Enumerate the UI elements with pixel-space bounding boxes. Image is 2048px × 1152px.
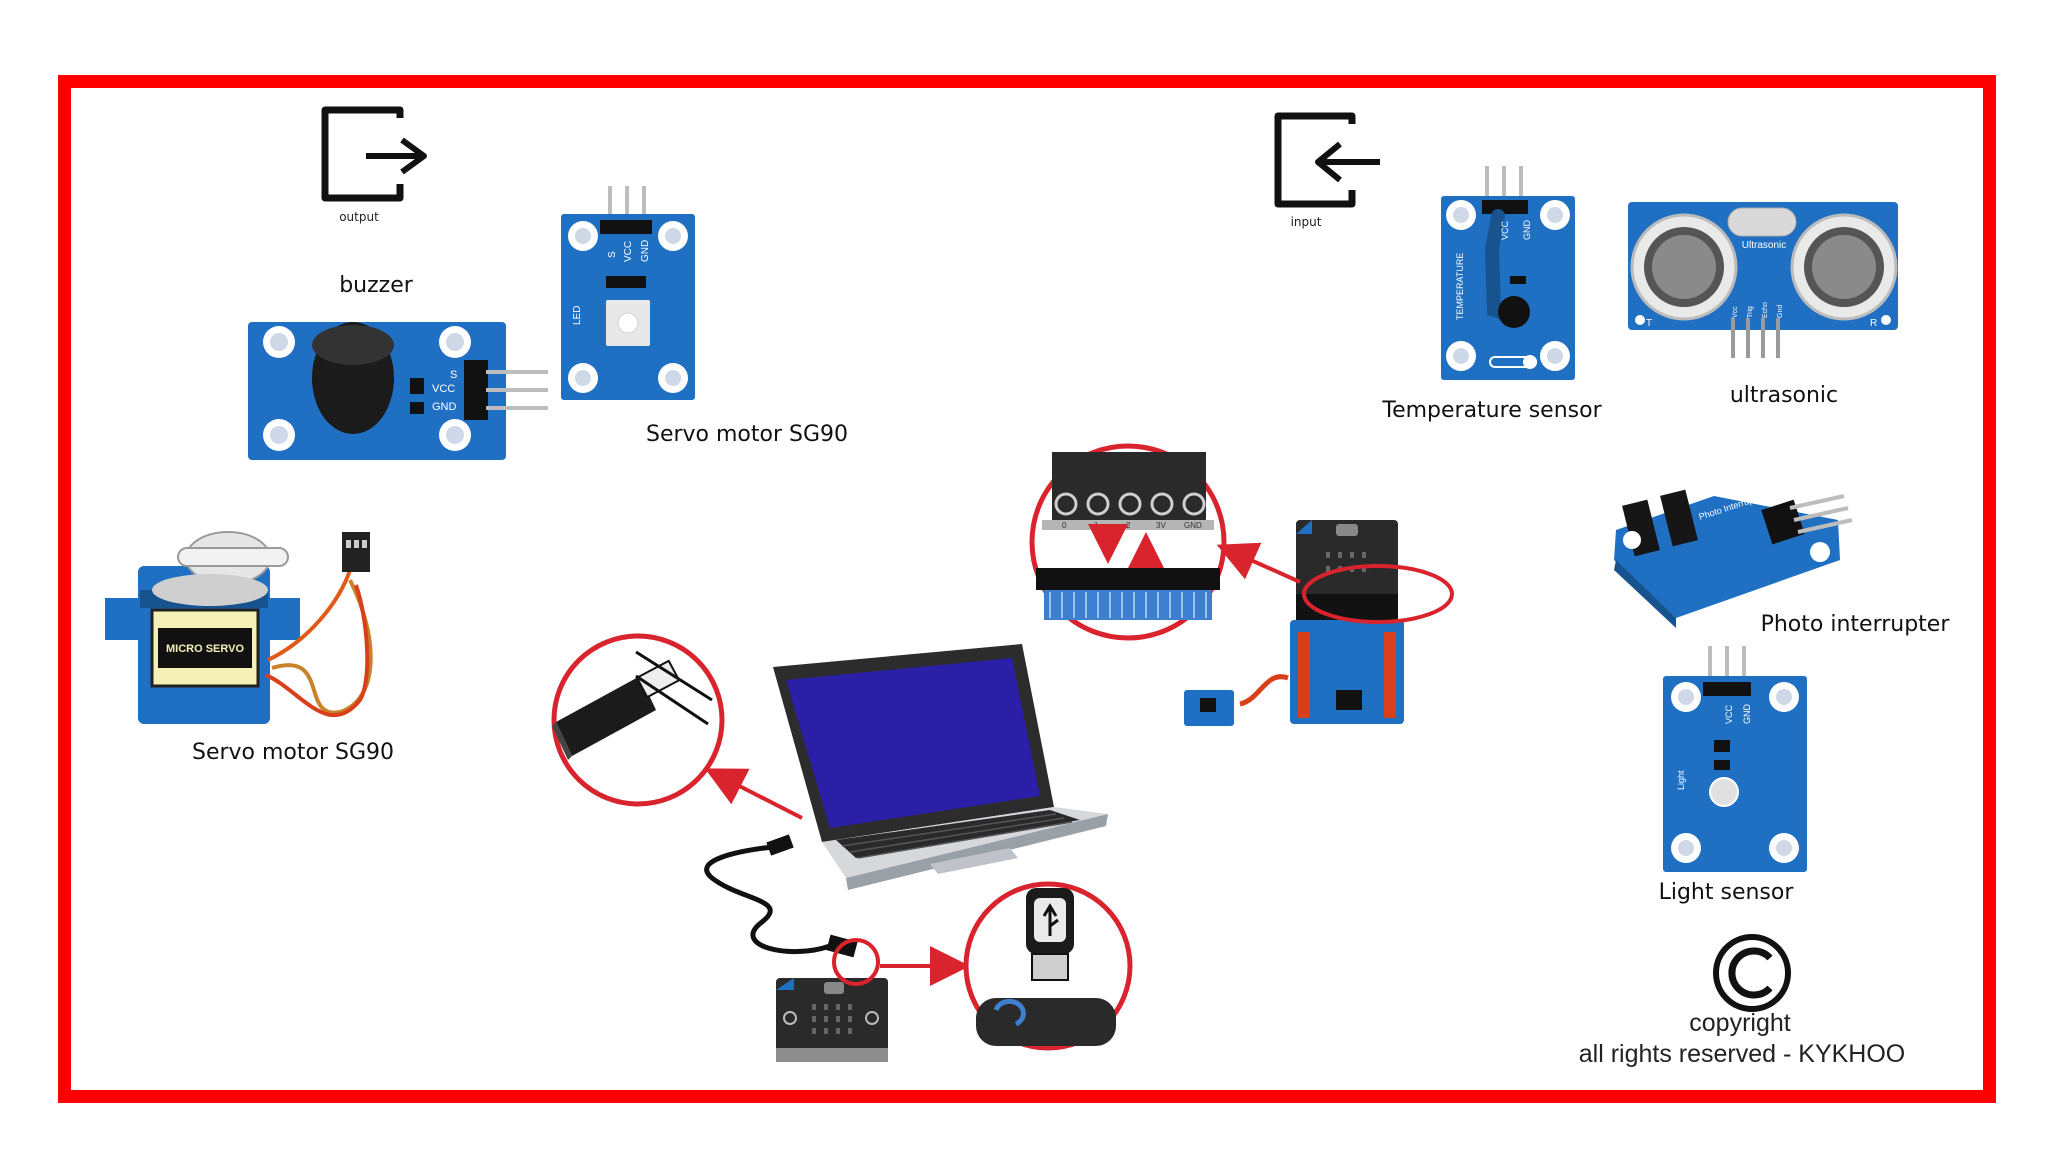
output-label: output bbox=[339, 210, 379, 224]
photo-interrupter-module: Photo Interrupter bbox=[1614, 489, 1853, 628]
led-pin-vcc: VCC bbox=[623, 241, 634, 262]
ultra-pin-trig: Trig bbox=[1747, 306, 1754, 318]
ultra-brand: Ultrasonic bbox=[1742, 240, 1786, 251]
temperature-sensor-module: TEMPERATURE VCC GND bbox=[1441, 166, 1575, 380]
edge-pin-1: 1 bbox=[1094, 521, 1099, 530]
ultra-pin-echo: Echo bbox=[1762, 302, 1769, 318]
led-side-label: LED bbox=[572, 306, 583, 325]
callout-usb-plug bbox=[551, 633, 725, 807]
red-border-frame bbox=[58, 75, 1996, 1103]
edge-highlight-ellipse bbox=[1302, 564, 1454, 624]
ultra-r: R bbox=[1870, 318, 1877, 329]
servo-left-label: Servo motor SG90 bbox=[191, 740, 395, 765]
temp-pin-gnd: GND bbox=[1522, 220, 1532, 241]
buzzer-pin-gnd: GND bbox=[432, 401, 457, 413]
light-pin-vcc: VCC bbox=[1724, 704, 1734, 724]
copyright-icon bbox=[1713, 934, 1791, 1012]
photo-interrupter-label: Photo interrupter bbox=[1760, 612, 1950, 637]
led-module: S VCC GND LED bbox=[561, 186, 695, 400]
laptop-keys bbox=[841, 813, 1073, 859]
callout-edge-connector: 0 1 2 3V GND bbox=[1029, 443, 1227, 641]
rights-reserved-text: all rights reserved - KYKHOO bbox=[1578, 1040, 1906, 1068]
temperature-label: Temperature sensor bbox=[1382, 398, 1602, 423]
temp-pin-vcc: VCC bbox=[1500, 220, 1510, 240]
micro-usb-highlight bbox=[832, 938, 880, 986]
usb-callout-arrow bbox=[704, 768, 803, 820]
edge-pin-0: 0 bbox=[1062, 521, 1067, 530]
ultra-t: T bbox=[1646, 318, 1652, 329]
laptop bbox=[773, 644, 1108, 890]
ultrasonic-sensor-module: Ultrasonic T R Vcc Trig Echo Gnd bbox=[1628, 202, 1898, 358]
buzzer-label: buzzer bbox=[339, 273, 413, 298]
edge-pin-2: 2 bbox=[1126, 521, 1131, 530]
led-pin-gnd: GND bbox=[640, 240, 651, 262]
buzzer-pin-vcc: VCC bbox=[432, 383, 455, 395]
input-label: input bbox=[1290, 215, 1322, 229]
servo-sticker: MICRO SERVO bbox=[166, 643, 244, 655]
output-icon bbox=[321, 106, 427, 202]
ultrasonic-label: ultrasonic bbox=[1729, 383, 1839, 408]
input-icon bbox=[1274, 112, 1380, 208]
edge-callout-arrow bbox=[1216, 542, 1301, 584]
light-side-label: Light bbox=[1676, 770, 1686, 790]
light-sensor-label: Light sensor bbox=[1658, 880, 1794, 905]
servo-top-label: Servo motor SG90 bbox=[645, 422, 849, 447]
light-sensor-module: Light VCC GND bbox=[1663, 646, 1807, 872]
led-pin-s: S bbox=[607, 251, 618, 258]
ultra-pin-gnd: Gnd bbox=[1777, 305, 1784, 318]
copyright-word: copyright bbox=[1689, 1009, 1791, 1037]
light-pin-gnd: GND bbox=[1742, 704, 1752, 725]
buzzer-module: S VCC GND bbox=[248, 322, 548, 460]
buzzer-pin-s: S bbox=[450, 369, 457, 381]
ultra-pin-vcc: Vcc bbox=[1732, 306, 1739, 318]
microbit-board-small bbox=[776, 978, 888, 1062]
servo-motor: MICRO SERVO bbox=[105, 531, 373, 724]
callout-micro-usb bbox=[963, 881, 1133, 1051]
temp-side-label: TEMPERATURE bbox=[1455, 253, 1465, 320]
edge-pin-gnd: GND bbox=[1184, 521, 1202, 530]
edge-pin-3v: 3V bbox=[1156, 521, 1166, 530]
